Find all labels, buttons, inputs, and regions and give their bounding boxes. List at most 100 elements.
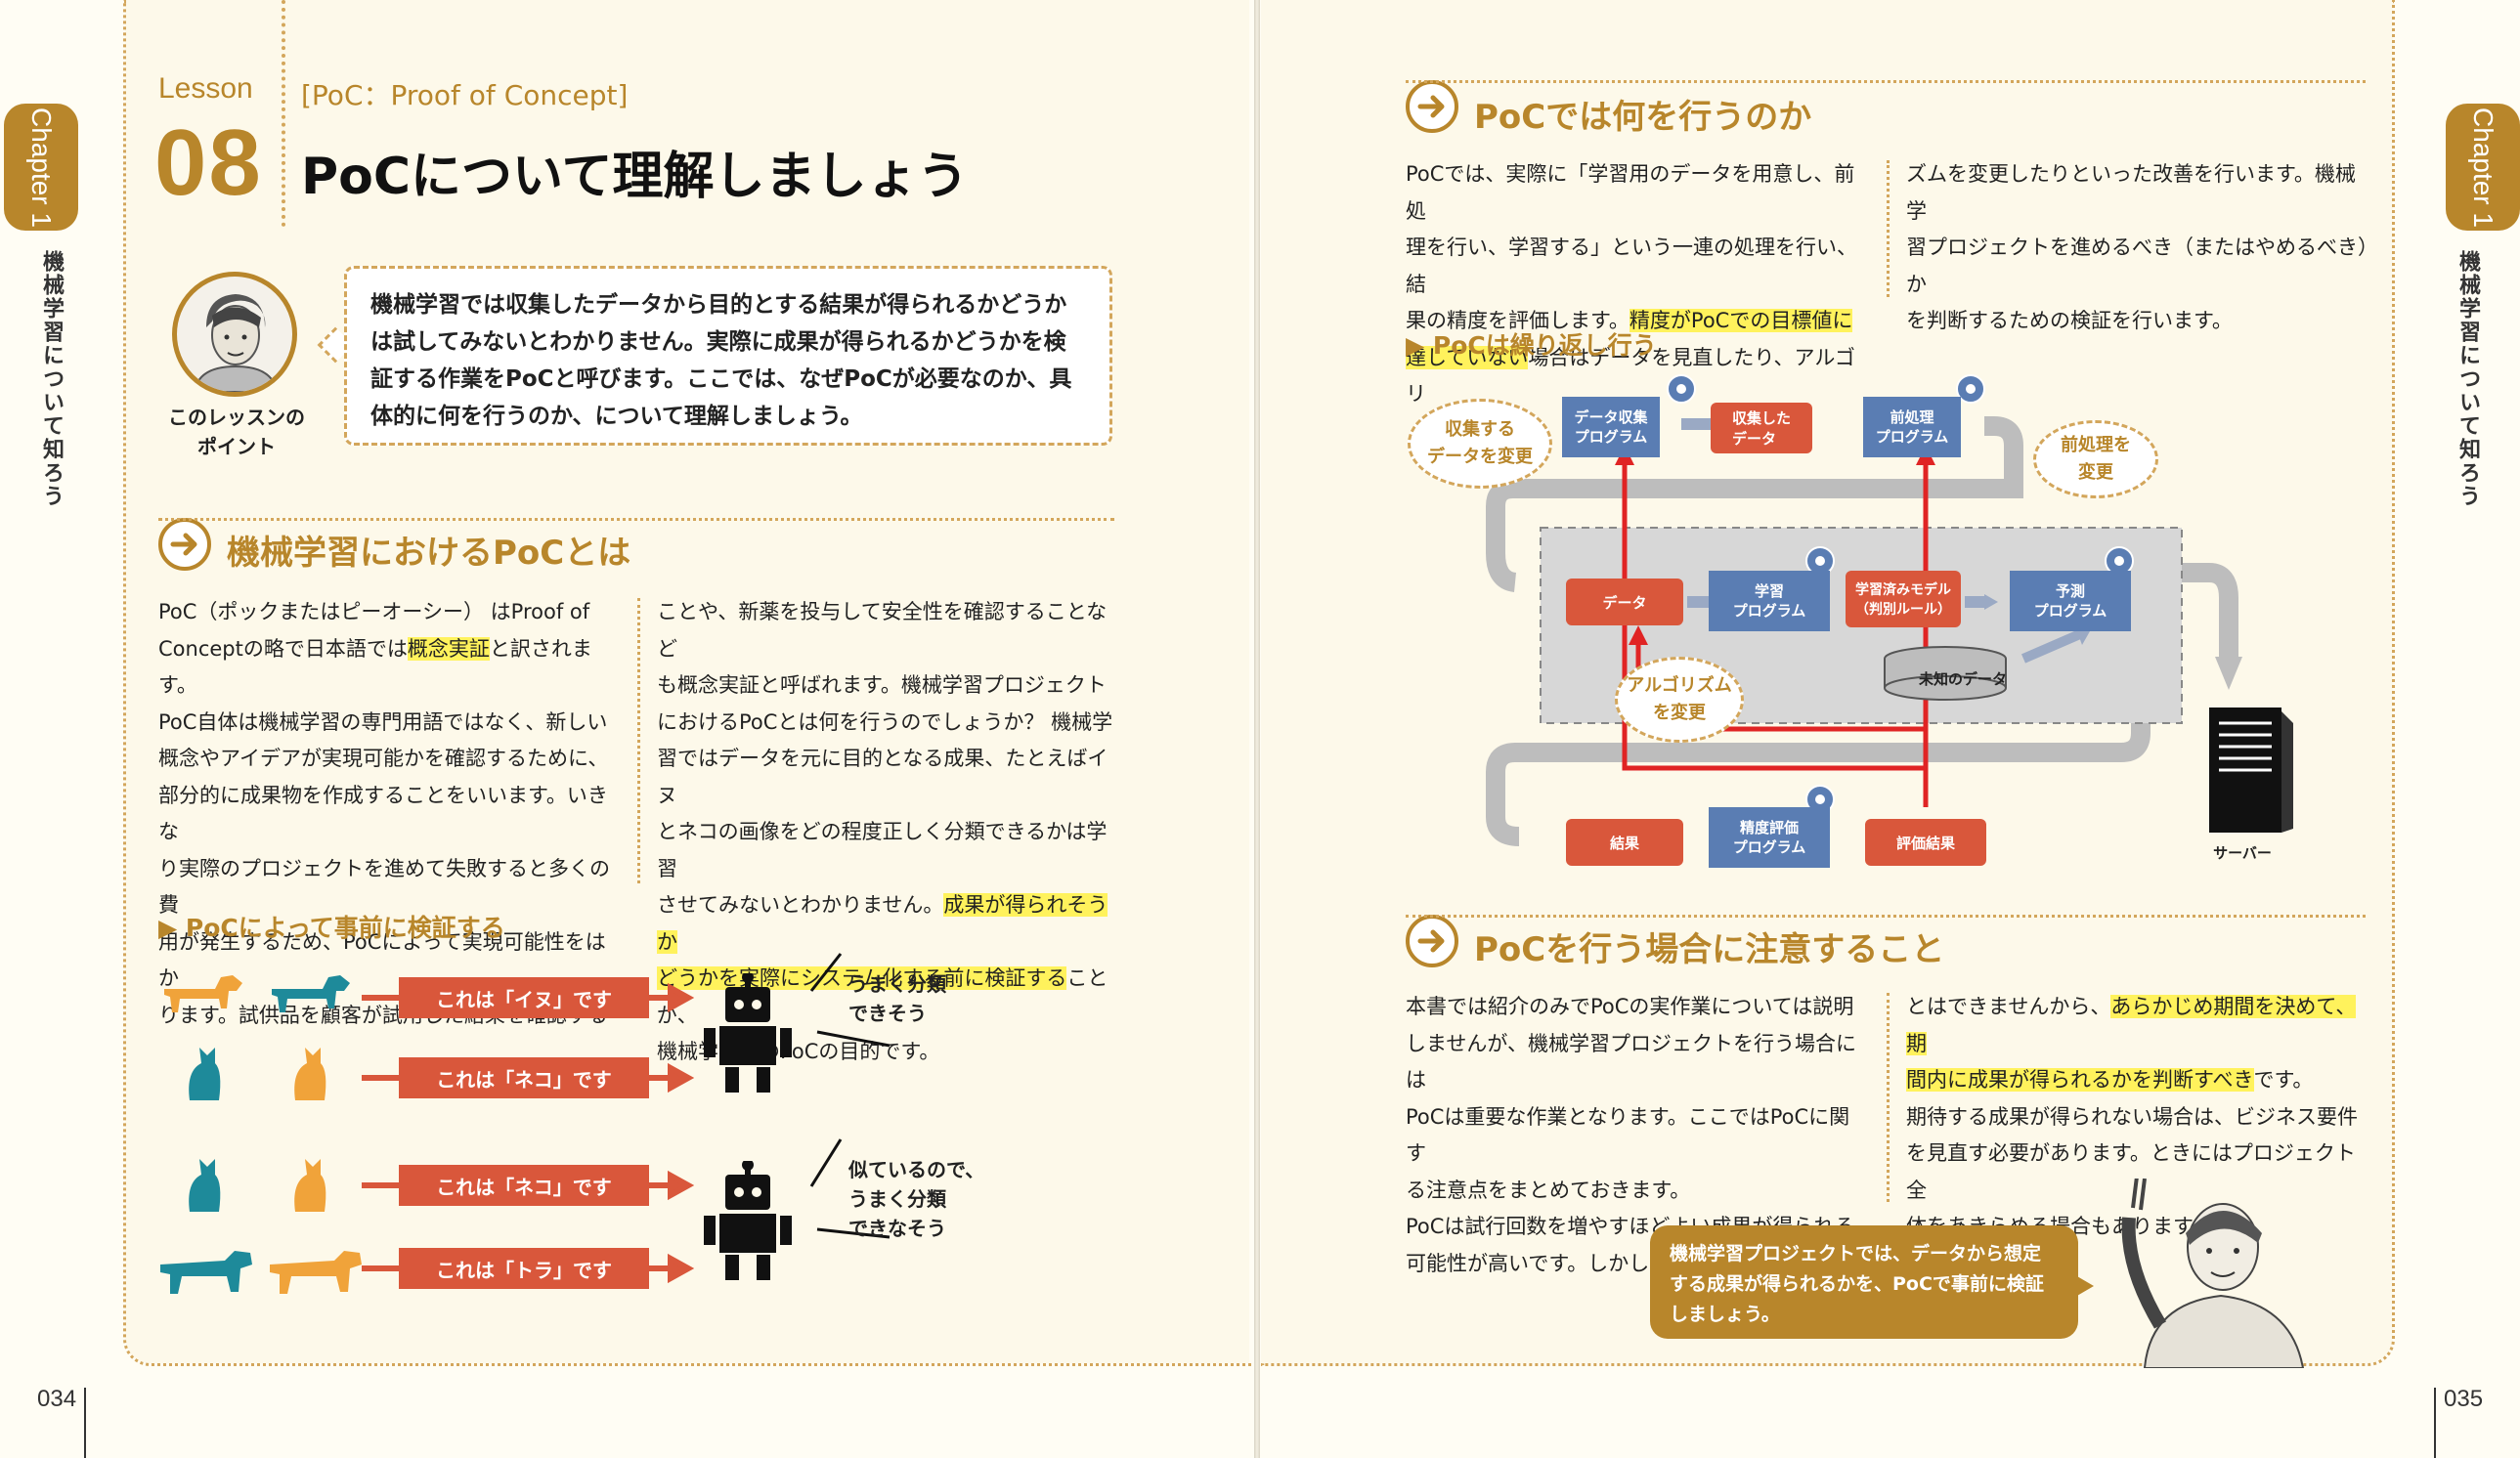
classification-label: これは「ネコ」です bbox=[399, 1057, 649, 1098]
sub-heading-verify: ▶ PoCによって事前に検証する bbox=[158, 914, 505, 942]
column-divider bbox=[1887, 993, 1890, 1202]
section-title-what-poc-does: PoCでは何を行うのか bbox=[1474, 98, 1812, 137]
text-line: 理を行い、学習する」という一連の処理を行い、結 bbox=[1406, 236, 1857, 296]
left-page-panel bbox=[125, 0, 1249, 1363]
point-line: は試してみないとわかりません。実際に成果が得られるかどうかを検 bbox=[370, 329, 1066, 355]
text-span: させてみないとわかりません。 bbox=[657, 893, 944, 917]
server-label: サーバー bbox=[2213, 844, 2272, 862]
speech-bubble-tail bbox=[2070, 1272, 2094, 1300]
lesson-point-box: 機械学習では収集したデータから目的とする結果が得られるかどうか は試してみないと… bbox=[344, 266, 1112, 446]
highlight-term: 達していない bbox=[1406, 345, 1529, 369]
trained-model-cylinder: 学習済みモデル （判別ルール） bbox=[1846, 571, 1961, 627]
classification-label: これは「ネコ」です bbox=[399, 1165, 649, 1206]
note-change-collect-data: 収集する データを変更 bbox=[1408, 399, 1552, 489]
side-chapter-title-right: 機械学習について知ろう bbox=[2455, 250, 2480, 508]
text-line: 間内に成果が得られるかを判断すべきです。 bbox=[1906, 1062, 2375, 1099]
highlight-term: 間内に成果が得られるかを判断すべき bbox=[1906, 1068, 2254, 1092]
speech-line: する成果が得られるかを、PoCで事前に検証 bbox=[1670, 1273, 2044, 1295]
text-line: とネコの画像をどの程度正しく分類できるかは学習 bbox=[657, 820, 1108, 880]
text-line: を見直す必要があります。ときにはプロジェクト全 bbox=[1906, 1141, 2356, 1202]
text-line: どうかを実際にシステム化する前に検証することが、 bbox=[657, 961, 1126, 1034]
text-line: 習ではデータを元に目的となる成果、たとえばイヌ bbox=[657, 747, 1108, 807]
page-number-bar bbox=[2434, 1388, 2436, 1458]
text-line: ズムを変更したりといった改善を行います。機械学 bbox=[1906, 162, 2356, 223]
tiger-icon bbox=[270, 1251, 362, 1294]
eval-result-cylinder: 評価結果 bbox=[1865, 819, 1986, 866]
classification-label: これは「トラ」です bbox=[399, 1248, 649, 1289]
section1-column1: PoC（ポックまたはピーオーシー） はProof of Conceptの略で日本… bbox=[158, 594, 618, 1034]
lesson-number: 08 bbox=[154, 110, 263, 215]
point-line: 体的に何を行うのか、について理解しましょう。 bbox=[370, 404, 863, 429]
tiger-icon bbox=[160, 1251, 252, 1294]
page-number-right: 035 bbox=[2444, 1386, 2484, 1412]
text-line: 達していない場合はデータを見直したり、アルゴリ bbox=[1406, 340, 1865, 413]
arrow-circle-icon bbox=[1406, 915, 1458, 967]
section1-column2: ことや、新薬を投与して安全性を確認することなど も概念実証と呼ばれます。機械学習… bbox=[657, 594, 1126, 1071]
text-line: 概念やアイデアが実現可能かを確認するために、 bbox=[158, 747, 609, 770]
point-caption-line2: ポイント bbox=[197, 435, 276, 458]
section-rule bbox=[1406, 80, 2366, 83]
author-illustration bbox=[2121, 1179, 2305, 1368]
server-icon bbox=[2209, 708, 2293, 833]
comment-line: うまく分類 bbox=[848, 972, 946, 996]
section-title-poc-in-ml: 機械学習におけるPoCとは bbox=[227, 534, 631, 573]
text-line: る注意点をまとめておきます。 bbox=[1406, 1178, 1691, 1202]
text-span: です。 bbox=[2253, 1068, 2314, 1092]
text-span: 果の精度を評価します。 bbox=[1406, 309, 1629, 332]
speech-line: しましょう。 bbox=[1670, 1304, 1780, 1325]
collected-data-cylinder: 収集した データ bbox=[1711, 403, 1812, 453]
chapter-tab-left: Chapter 1 bbox=[4, 104, 78, 231]
text-line: り実際のプロジェクトを進めて失敗すると多くの費 bbox=[158, 856, 610, 918]
speech-line: 機械学習プロジェクトでは、データから想定 bbox=[1670, 1243, 2042, 1265]
sub-heading-repeat: ▶ PoCは繰り返し行う bbox=[1406, 331, 1657, 360]
text-line: におけるPoCとは何を行うのでしょうか？ 機械学 bbox=[657, 709, 1113, 734]
text-span: Conceptの略で日本語では bbox=[158, 636, 408, 661]
text-line: PoC（ポックまたはピーオーシー） はProof of bbox=[158, 600, 590, 623]
highlight-term: どうかを実際にシステム化する前に検証する bbox=[657, 966, 1067, 990]
author-speech-bubble: 機械学習プロジェクトでは、データから想定 する成果が得られるかを、PoCで事前に… bbox=[1650, 1225, 2078, 1339]
text-line: PoCは重要な作業となります。ここではPoCに関す bbox=[1406, 1104, 1850, 1166]
speech-lines bbox=[809, 953, 891, 1239]
text-span: ことが、 bbox=[657, 966, 1108, 1027]
chapter-tab-right: Chapter 1 bbox=[2446, 104, 2520, 231]
text-line: を判断するための検証を行います。 bbox=[1906, 309, 2233, 332]
data-cylinder: データ bbox=[1566, 579, 1683, 625]
section-rule bbox=[1406, 915, 2366, 918]
section-title-poc-cautions: PoCを行う場合に注意すること bbox=[1474, 930, 1945, 969]
lesson-divider bbox=[282, 0, 285, 227]
text-line: 果の精度を評価します。精度がPoCでの目標値に bbox=[1406, 303, 1865, 340]
text-line: 用が発生するため、PoCによって実現可能性をはか bbox=[158, 929, 606, 991]
comment-line: うまく分類 bbox=[848, 1187, 946, 1211]
text-line: PoC自体は機械学習の専門用語ではなく、新しい bbox=[158, 709, 608, 734]
robot-icon bbox=[704, 973, 792, 1093]
right-page-frame bbox=[1261, 0, 2395, 1366]
classification-label: これは「イヌ」です bbox=[399, 977, 649, 1018]
point-caption: このレッスンの ポイント bbox=[158, 403, 315, 461]
point-line: 証する作業をPoCと呼びます。ここでは、なぜPoCが必要なのか、具 bbox=[370, 366, 1072, 392]
page-number-bar bbox=[84, 1388, 86, 1458]
text-line: させてみないとわかりません。成果が得られそうか bbox=[657, 887, 1126, 961]
side-chapter-title-left: 機械学習について知ろう bbox=[39, 250, 64, 508]
animal-illustrations-top bbox=[164, 975, 350, 1100]
comment-line: 似ているので、 bbox=[848, 1158, 985, 1181]
section2-column2: ズムを変更したりといった改善を行います。機械学 習プロジェクトを進めるべき（また… bbox=[1906, 156, 2375, 340]
column-divider bbox=[637, 598, 640, 883]
section2-column1: PoCでは、実際に「学習用のデータを用意し、前処 理を行い、学習する」という一連… bbox=[1406, 156, 1865, 413]
cat-icon bbox=[189, 1159, 221, 1212]
predict-program-box: 予測 プログラム bbox=[2010, 571, 2131, 631]
left-page bbox=[0, 0, 1254, 1458]
preprocess-program-box: 前処理 プログラム bbox=[1863, 397, 1961, 457]
robot-comment-1: うまく分類 できそう bbox=[848, 969, 946, 1028]
section-rule bbox=[158, 518, 1114, 521]
cat-icon bbox=[189, 1048, 221, 1100]
section3-column1: 本書では紹介のみでPoCの実作業については説明 しませんが、機械学習プロジェクト… bbox=[1406, 989, 1865, 1282]
note-change-preprocess: 前処理を 変更 bbox=[2033, 420, 2158, 498]
lesson-label: Lesson bbox=[158, 72, 253, 105]
learn-program-box: 学習 プログラム bbox=[1709, 571, 1830, 631]
author-avatar bbox=[172, 272, 297, 397]
text-line: とはできませんから、あらかじめ期間を決めて、期 bbox=[1906, 989, 2375, 1062]
robot-comment-2: 似ているので、 うまく分類 できなそう bbox=[848, 1155, 984, 1243]
column-divider bbox=[1887, 160, 1890, 297]
cat-icon bbox=[294, 1048, 326, 1100]
dog-icon bbox=[164, 975, 242, 1012]
